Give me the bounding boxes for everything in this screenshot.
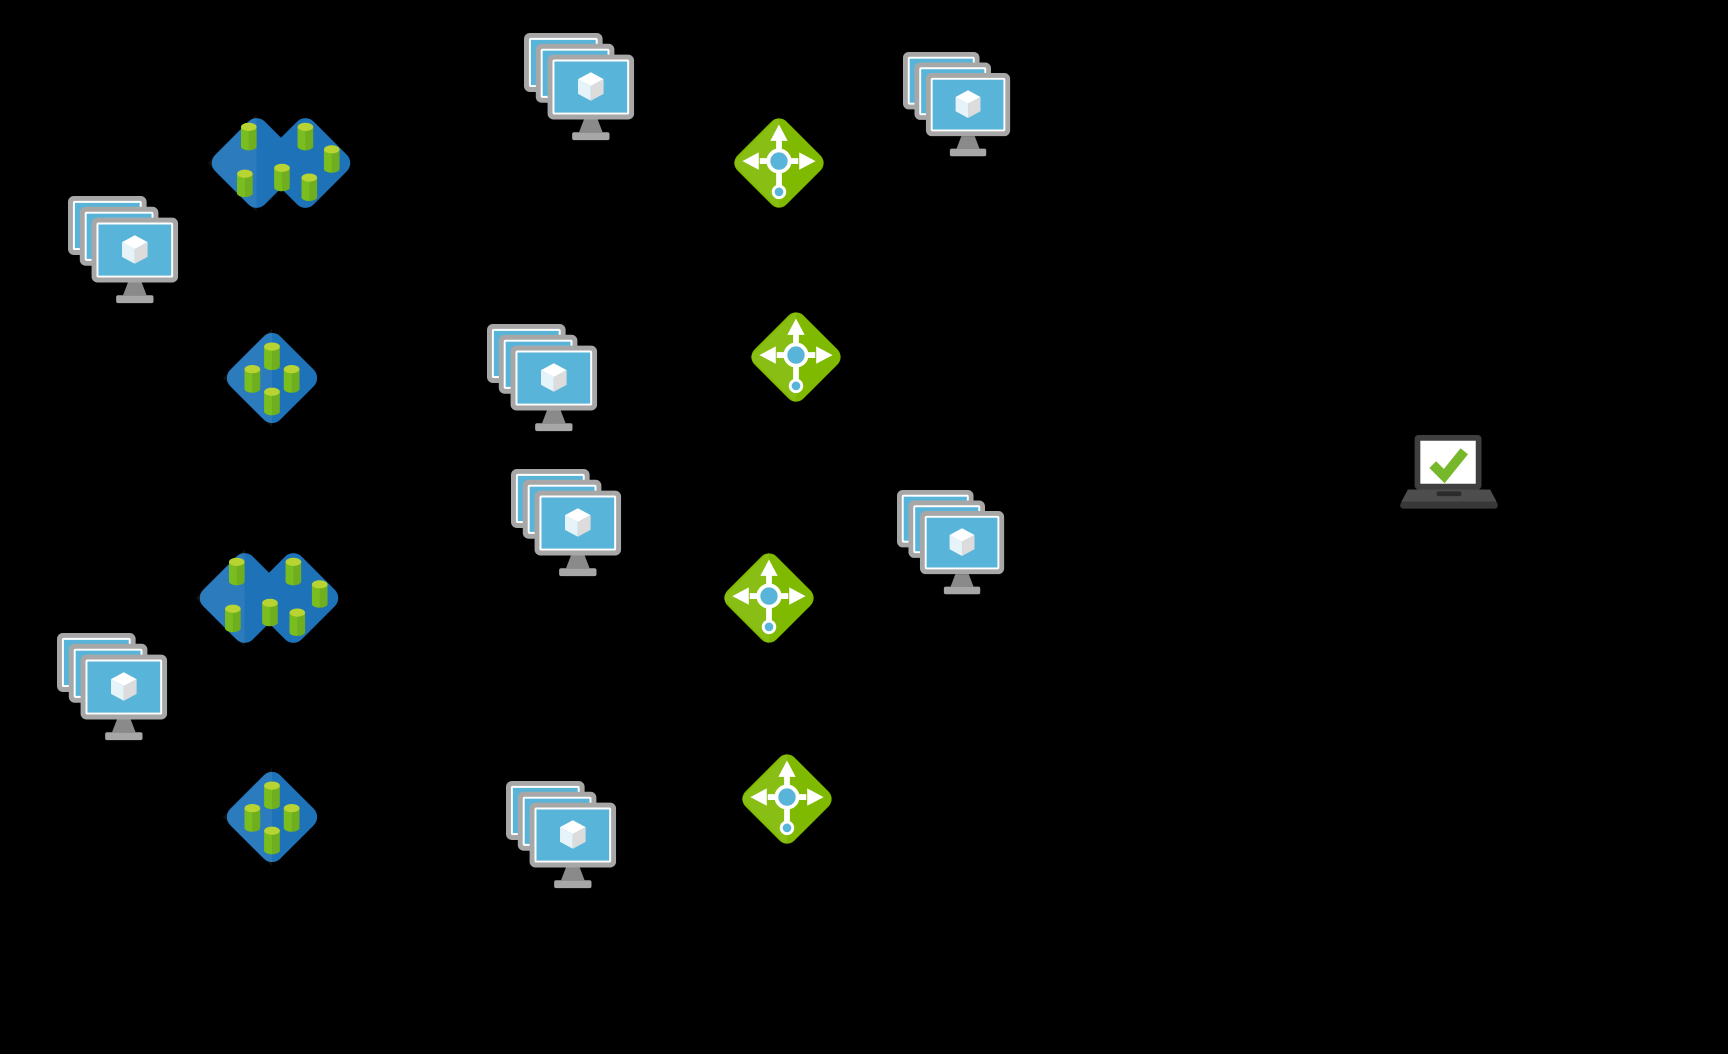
virtual-machine-scale-set-icon bbox=[511, 469, 624, 582]
storage-accounts-a bbox=[200, 105, 362, 221]
load-balancer-icon bbox=[744, 305, 848, 409]
storage-accounts-icon bbox=[200, 105, 362, 221]
vm-scale-set-b bbox=[524, 33, 637, 146]
vm-scale-set-d bbox=[487, 324, 600, 437]
vm-scale-set-g bbox=[897, 490, 1007, 600]
virtual-machine-scale-set-icon bbox=[57, 633, 170, 746]
load-balancer-b bbox=[744, 305, 848, 409]
vm-scale-set-a bbox=[68, 196, 181, 309]
virtual-machine-scale-set-icon bbox=[897, 490, 1007, 600]
load-balancer-d bbox=[735, 747, 839, 851]
virtual-machine-scale-set-icon bbox=[903, 52, 1013, 162]
virtual-machine-scale-set-icon bbox=[524, 33, 637, 146]
load-balancer-icon bbox=[717, 546, 821, 650]
load-balancer-c bbox=[717, 546, 821, 650]
storage-account-icon bbox=[217, 323, 327, 433]
virtual-machine-scale-set-icon bbox=[506, 781, 619, 894]
vm-scale-set-c bbox=[903, 52, 1013, 162]
storage-accounts-b bbox=[188, 540, 350, 656]
vm-scale-set-e bbox=[511, 469, 624, 582]
client-device bbox=[1399, 435, 1499, 521]
storage-account-b bbox=[217, 762, 327, 872]
storage-account-icon bbox=[217, 762, 327, 872]
laptop-checkmark-icon bbox=[1399, 435, 1499, 521]
virtual-machine-scale-set-icon bbox=[487, 324, 600, 437]
vm-scale-set-h bbox=[506, 781, 619, 894]
load-balancer-icon bbox=[727, 111, 831, 215]
storage-accounts-icon bbox=[188, 540, 350, 656]
vm-scale-set-f bbox=[57, 633, 170, 746]
load-balancer-a bbox=[727, 111, 831, 215]
virtual-machine-scale-set-icon bbox=[68, 196, 181, 309]
storage-account-a bbox=[217, 323, 327, 433]
load-balancer-icon bbox=[735, 747, 839, 851]
